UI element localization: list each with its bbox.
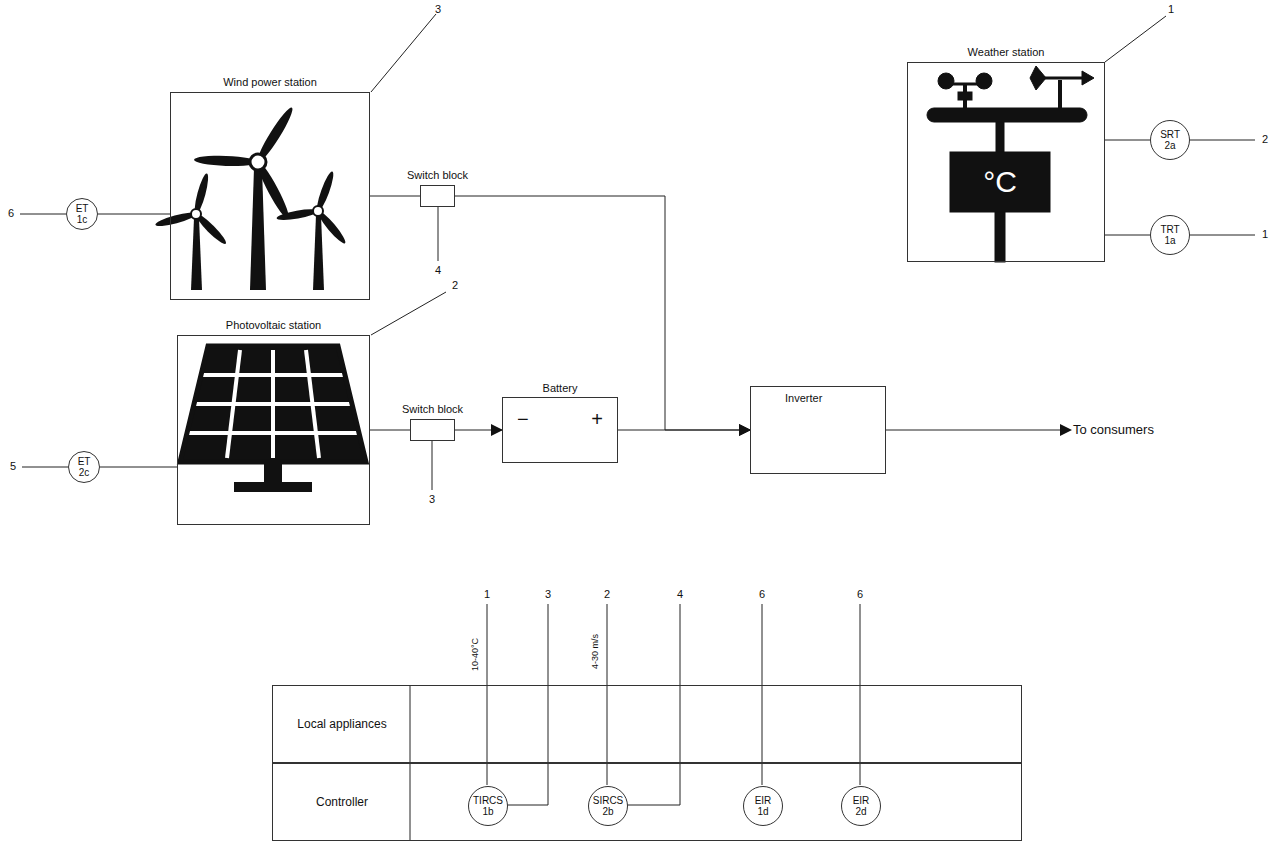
sensor-circle: ET 2c — [68, 451, 100, 483]
node-label: Battery — [543, 382, 578, 395]
callout-number: 3 — [431, 3, 445, 16]
node-label: Local appliances — [273, 718, 411, 731]
callout-number: 1 — [1164, 3, 1178, 16]
node-label: TRT 1a — [1160, 224, 1179, 246]
connection-number: 1 — [1258, 228, 1272, 241]
sensor-circle: SRT 2a — [1150, 120, 1190, 160]
callout-number: 2 — [448, 279, 462, 292]
station-box: Wind power station — [170, 92, 370, 300]
node-label: TIRCS 1b — [473, 795, 503, 817]
node-label: SRT 2a — [1160, 129, 1180, 151]
connection-number: 3 — [425, 493, 439, 506]
power-line — [1105, 140, 1150, 141]
node-label: EIR 2d — [853, 795, 870, 817]
connection-number: 4 — [673, 588, 687, 601]
connection-number: 2 — [600, 588, 614, 601]
sensor-circle: TRT 1a — [1150, 215, 1190, 255]
range-label: 4-30 m/s — [590, 622, 601, 682]
inverter-box: Inverter — [750, 386, 886, 474]
terminal-sign: − — [517, 408, 529, 430]
output-label: To consumers — [1073, 422, 1193, 437]
connection-number: 2 — [1258, 133, 1272, 146]
node-label: Weather station — [968, 46, 1045, 59]
node-label: SIRCS 2b — [593, 795, 624, 817]
power-line — [618, 430, 750, 431]
table-row: Local appliances — [272, 685, 1022, 763]
temperature-sign: °C — [955, 158, 1045, 206]
station-box: Photovoltaic station — [177, 335, 370, 525]
node-label: Switch block — [407, 169, 468, 182]
power-line — [100, 467, 177, 468]
power-line — [455, 196, 750, 430]
power-line — [370, 196, 420, 197]
controller-circle: EIR 2d — [841, 786, 881, 826]
controller-circle: SIRCS 2b — [588, 786, 628, 826]
switch-block: Switch block — [420, 185, 455, 207]
node-label: Photovoltaic station — [226, 319, 321, 332]
node-label: EIR 1d — [755, 795, 772, 817]
connection-number: 6 — [755, 588, 769, 601]
node-label: Inverter — [785, 392, 822, 405]
connection-number: 5 — [6, 460, 20, 473]
controller-circle: EIR 1d — [743, 786, 783, 826]
power-line — [1105, 235, 1150, 236]
power-line — [98, 214, 170, 215]
power-line — [455, 430, 502, 431]
node-label: ET 2c — [78, 456, 91, 478]
battery-box: Battery−+ — [502, 397, 618, 463]
station-box: Weather station — [907, 62, 1105, 262]
sensor-circle: ET 1c — [66, 198, 98, 230]
connection-number: 6 — [4, 207, 18, 220]
connection-number: 6 — [853, 588, 867, 601]
connection-number: 3 — [541, 588, 555, 601]
node-label: Wind power station — [223, 76, 317, 89]
switch-block: Switch block — [410, 419, 455, 441]
node-label: ET 1c — [76, 203, 89, 225]
controller-circle: TIRCS 1b — [468, 786, 508, 826]
node-label: Switch block — [402, 403, 463, 416]
connection-number: 4 — [431, 264, 445, 277]
terminal-sign: + — [591, 408, 603, 430]
connection-number: 1 — [480, 588, 494, 601]
node-label: Controller — [273, 796, 411, 809]
table-row: Controller TIRCS 1b SIRCS 2b EIR 1d EIR 2d — [272, 763, 1022, 841]
power-line — [370, 430, 410, 431]
range-label: 10-40°C — [470, 625, 481, 685]
